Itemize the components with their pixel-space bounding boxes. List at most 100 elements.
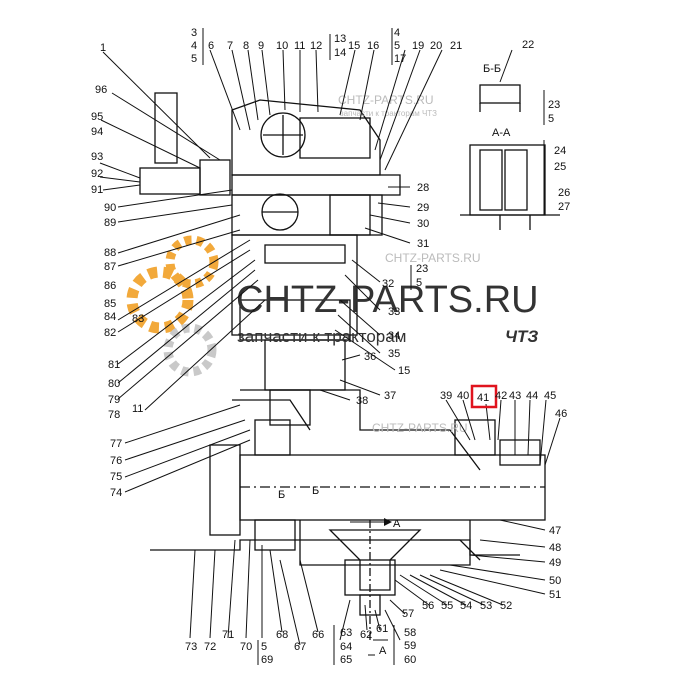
part-label[interactable]: 5 — [394, 40, 400, 52]
part-label[interactable]: 52 — [500, 600, 512, 612]
part-label[interactable]: 15 — [398, 365, 410, 377]
part-label[interactable]: 72 — [204, 641, 216, 653]
part-label[interactable]: 76 — [110, 455, 122, 467]
part-label[interactable]: 8 — [243, 40, 249, 52]
part-label[interactable]: 5 — [261, 641, 267, 653]
part-label[interactable]: 7 — [227, 40, 233, 52]
part-label[interactable]: 23 — [548, 99, 560, 111]
part-label[interactable]: 82 — [104, 327, 116, 339]
part-label[interactable]: 3 — [191, 27, 197, 39]
part-label[interactable]: 91 — [91, 184, 103, 196]
part-label[interactable]: 25 — [554, 161, 566, 173]
part-label[interactable]: 19 — [412, 40, 424, 52]
part-label[interactable]: 47 — [549, 525, 561, 537]
part-label[interactable]: 89 — [104, 217, 116, 229]
part-label[interactable]: 23 — [416, 263, 428, 275]
part-label[interactable]: 17 — [394, 53, 406, 65]
part-label[interactable]: 92 — [91, 168, 103, 180]
part-label[interactable]: 6 — [208, 40, 214, 52]
part-label[interactable]: 66 — [312, 629, 324, 641]
part-label[interactable]: 84 — [104, 311, 116, 323]
part-label[interactable]: 14 — [334, 47, 346, 59]
part-label[interactable]: 46 — [555, 408, 567, 420]
part-label[interactable]: 83 — [132, 313, 144, 325]
part-label[interactable]: 4 — [191, 40, 197, 52]
part-label[interactable]: 85 — [104, 298, 116, 310]
part-label[interactable]: 27 — [558, 201, 570, 213]
part-label[interactable]: 68 — [276, 629, 288, 641]
part-label[interactable]: 5 — [548, 113, 554, 125]
part-label[interactable]: 70 — [240, 641, 252, 653]
part-label[interactable]: 24 — [554, 145, 566, 157]
part-label[interactable]: 93 — [91, 151, 103, 163]
part-label[interactable]: 28 — [417, 182, 429, 194]
part-label[interactable]: 16 — [367, 40, 379, 52]
part-label[interactable]: 67 — [294, 641, 306, 653]
part-label[interactable]: 90 — [104, 202, 116, 214]
part-label[interactable]: 87 — [104, 261, 116, 273]
part-label-highlighted[interactable]: 41 — [477, 392, 489, 404]
part-label[interactable]: 96 — [95, 84, 107, 96]
part-label[interactable]: 60 — [404, 654, 416, 666]
part-label[interactable]: 12 — [310, 40, 322, 52]
part-label[interactable]: 29 — [417, 202, 429, 214]
part-label[interactable]: 79 — [108, 394, 120, 406]
part-label[interactable]: 31 — [417, 238, 429, 250]
part-label[interactable]: 10 — [276, 40, 288, 52]
part-label[interactable]: 71 — [222, 629, 234, 641]
part-label[interactable]: 45 — [544, 390, 556, 402]
part-label[interactable]: 86 — [104, 280, 116, 292]
part-label[interactable]: 33 — [388, 306, 400, 318]
part-label[interactable]: 75 — [110, 471, 122, 483]
part-label[interactable]: 34 — [388, 330, 400, 342]
part-label[interactable]: 58 — [404, 627, 416, 639]
part-label[interactable]: 13 — [334, 33, 346, 45]
part-label[interactable]: 1 — [100, 42, 106, 54]
part-label[interactable]: 43 — [509, 390, 521, 402]
part-label[interactable]: 32 — [382, 278, 394, 290]
part-label[interactable]: 51 — [549, 589, 561, 601]
part-label[interactable]: 54 — [460, 600, 472, 612]
part-label[interactable]: 74 — [110, 487, 122, 499]
part-label[interactable]: 80 — [108, 378, 120, 390]
part-label[interactable]: 22 — [522, 39, 534, 51]
part-label[interactable]: 50 — [549, 575, 561, 587]
part-label[interactable]: 48 — [549, 542, 561, 554]
part-label[interactable]: 59 — [404, 640, 416, 652]
part-label[interactable]: 20 — [430, 40, 442, 52]
part-label[interactable]: 4 — [394, 27, 400, 39]
part-label[interactable]: 61 — [376, 623, 388, 635]
part-label[interactable]: 95 — [91, 111, 103, 123]
part-label[interactable]: 78 — [108, 409, 120, 421]
part-label[interactable]: 39 — [440, 390, 452, 402]
part-label[interactable]: 94 — [91, 126, 103, 138]
part-label[interactable]: 77 — [110, 438, 122, 450]
part-label[interactable]: 81 — [108, 359, 120, 371]
part-label[interactable]: 62 — [360, 629, 372, 641]
part-label[interactable]: 35 — [388, 348, 400, 360]
part-label[interactable]: 15 — [348, 40, 360, 52]
part-label[interactable]: 63 — [340, 627, 352, 639]
part-label[interactable]: 21 — [450, 40, 462, 52]
part-label[interactable]: 69 — [261, 654, 273, 666]
part-label[interactable]: 53 — [480, 600, 492, 612]
part-label[interactable]: 26 — [558, 187, 570, 199]
part-label[interactable]: 11 — [132, 403, 143, 415]
part-label[interactable]: 5 — [416, 277, 422, 289]
part-label[interactable]: 64 — [340, 641, 352, 653]
part-label[interactable]: 11 — [294, 40, 305, 52]
part-label[interactable]: 57 — [402, 608, 414, 620]
part-label[interactable]: 5 — [191, 53, 197, 65]
part-label[interactable]: 38 — [356, 395, 368, 407]
part-label[interactable]: 44 — [526, 390, 538, 402]
part-label[interactable]: 30 — [417, 218, 429, 230]
part-label[interactable]: 42 — [495, 390, 507, 402]
part-label[interactable]: 49 — [549, 557, 561, 569]
part-label[interactable]: 56 — [422, 600, 434, 612]
part-label[interactable]: 55 — [441, 600, 453, 612]
part-label[interactable]: 88 — [104, 247, 116, 259]
part-label[interactable]: 36 — [364, 351, 376, 363]
part-label[interactable]: 9 — [258, 40, 264, 52]
part-label[interactable]: 37 — [384, 390, 396, 402]
part-label[interactable]: 73 — [185, 641, 197, 653]
